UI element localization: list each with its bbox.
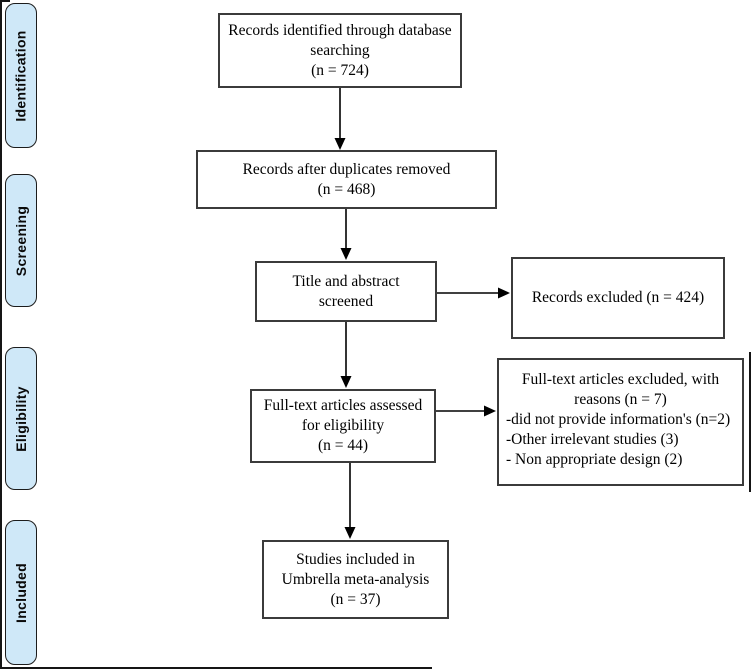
arrow-fulltext-to-included (344, 463, 356, 539)
box-text-line: searching (310, 41, 370, 59)
box-text-line: Records after duplicates removed (242, 160, 451, 178)
arrow-duplicates-to-screened (340, 209, 352, 260)
box-duplicates-removed: Records after duplicates removed (n = 46… (196, 150, 497, 209)
stage-eligibility-label: Eligibility (13, 385, 29, 452)
box-text-line: reasons (n = 7) (574, 391, 667, 408)
box-text-line: (n = 37) (330, 590, 381, 608)
frame-top-border-fragment (0, 0, 10, 2)
stage-eligibility: Eligibility (5, 347, 37, 490)
arrow-screened-to-excluded (437, 287, 510, 299)
frame-right-border-fragment (749, 352, 751, 492)
box-text-line: (n = 44) (317, 437, 369, 454)
box-records-excluded: Records excluded (n = 424) (511, 257, 725, 339)
box-text-line: Studies included in (296, 550, 415, 568)
box-text-line: Records excluded (n = 424) (531, 289, 705, 306)
stage-identification: Identification (5, 3, 37, 148)
box-text-line: Title and abstract (292, 272, 400, 290)
box-reason-line: -Other irrelevant studies (3) (506, 431, 679, 448)
stage-screening-label: Screening (13, 205, 30, 276)
stage-identification-label: Identification (13, 29, 29, 122)
box-reason-line: - Non appropriate design (2) (506, 451, 683, 468)
box-text-line: Umbrella meta-analysis (281, 570, 430, 588)
frame-bottom-border-fragment (0, 667, 432, 669)
box-reason-line: -did not provide information's (n=2) (506, 411, 731, 428)
box-text-line: Full-text articles excluded, with (521, 371, 720, 388)
box-text-line: screened (318, 292, 374, 310)
arrow-identified-to-duplicates (334, 88, 346, 150)
frame-left-border (0, 0, 2, 669)
box-text-line: Full-text articles assessed (263, 397, 423, 414)
box-text-line: Records identified through database (228, 21, 452, 39)
arrow-screened-to-fulltext (340, 322, 352, 388)
box-text-line: (n = 724) (311, 61, 369, 79)
stage-included-label: Included (13, 562, 29, 623)
stage-included: Included (5, 520, 37, 665)
box-title-abstract-screened: Title and abstract screened (255, 261, 437, 322)
stage-screening: Screening (5, 174, 37, 307)
box-records-identified: Records identified through database sear… (218, 13, 462, 88)
arrow-fulltext-to-excluded (436, 405, 496, 417)
box-studies-included: Studies included in Umbrella meta-analys… (262, 540, 449, 619)
box-fulltext-excluded: Full-text articles excluded, with reason… (497, 358, 744, 486)
box-text-line: for eligibility (301, 417, 385, 434)
box-text-line: (n = 468) (317, 180, 376, 198)
box-fulltext-assessed: Full-text articles assessed for eligibil… (250, 389, 436, 463)
